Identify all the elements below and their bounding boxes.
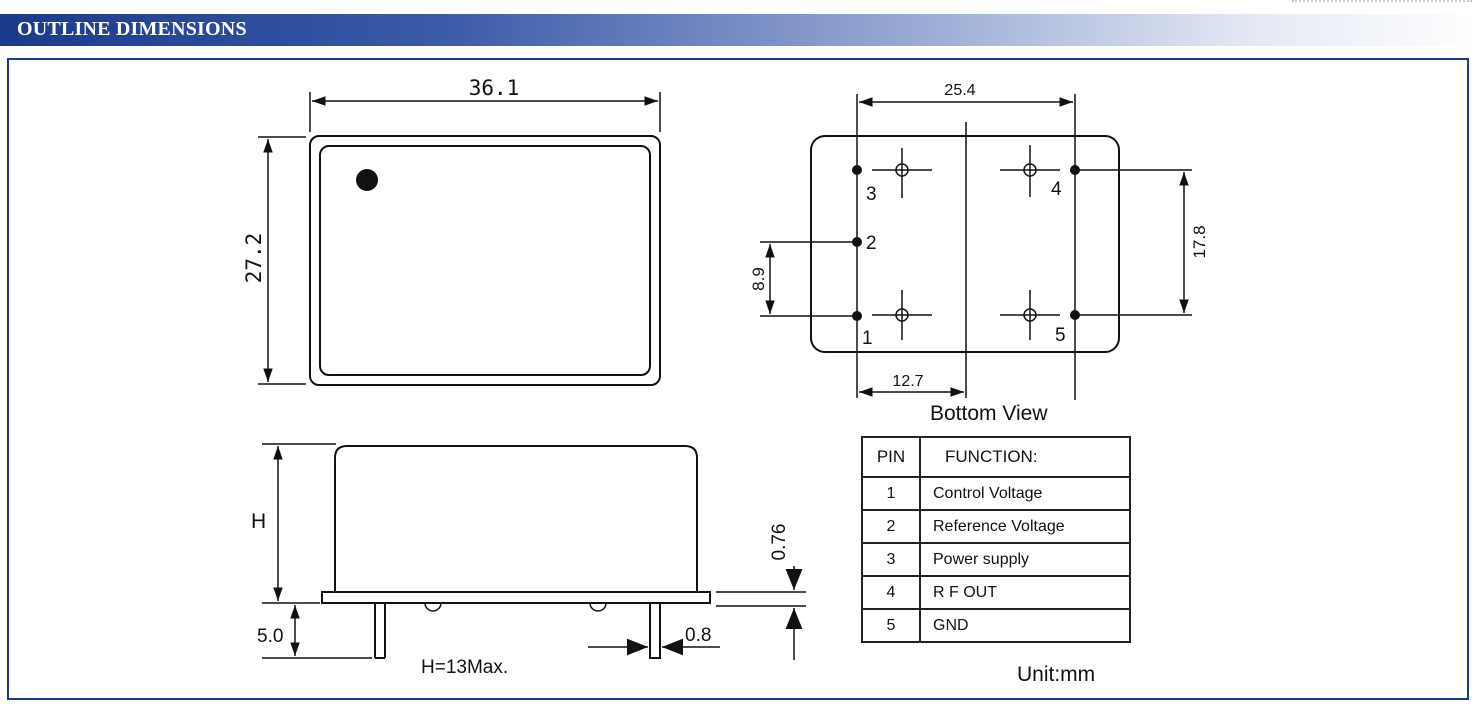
half-dim-label: 12.7 <box>892 373 923 390</box>
top-dotted-rule <box>1292 0 1472 8</box>
pin-length-label: 5.0 <box>257 626 283 647</box>
table-row: 5 GND <box>861 608 1131 643</box>
drawing-frame <box>7 58 1469 700</box>
pin-1-label: 1 <box>862 328 873 349</box>
function-cell: Power supply <box>919 542 1131 577</box>
pin-2-label: 2 <box>866 233 877 254</box>
function-column-header: FUNCTION: <box>919 436 1131 478</box>
pin-function-table: PIN FUNCTION: 1 Control Voltage 2 Refere… <box>861 436 1131 643</box>
side-base-plate <box>321 591 711 604</box>
function-cell: Control Voltage <box>919 476 1131 511</box>
mount-cross-bottom-left <box>872 290 932 340</box>
section-header: OUTLINE DIMENSIONS <box>0 14 1478 46</box>
bottom-view-title: Bottom View <box>930 402 1048 425</box>
unit-label: Unit:mm <box>1017 663 1096 686</box>
table-header-row: PIN FUNCTION: <box>861 436 1131 478</box>
pin-4-label: 4 <box>1051 179 1062 200</box>
section-title: OUTLINE DIMENSIONS <box>17 18 247 40</box>
table-row: 2 Reference Voltage <box>861 509 1131 544</box>
pin-5-label: 5 <box>1055 325 1066 346</box>
pin-4-dot <box>1070 165 1080 175</box>
height-note: H=13Max. <box>421 657 509 678</box>
pin-column-header: PIN <box>861 436 921 478</box>
side-view <box>262 443 806 660</box>
function-cell: Reference Voltage <box>919 509 1131 544</box>
top-view <box>258 92 661 386</box>
mount-cross-bottom-right <box>1000 290 1060 340</box>
pin-cell: 4 <box>861 575 921 610</box>
pin-cell: 2 <box>861 509 921 544</box>
pin-cell: 5 <box>861 608 921 643</box>
pin1-marker-dot <box>356 169 378 191</box>
table-row: 4 R F OUT <box>861 575 1131 610</box>
package-inner-outline <box>319 145 651 376</box>
side-height-label: H <box>251 510 266 533</box>
mount-cross-top-right <box>1000 145 1060 197</box>
bottom-view <box>760 94 1192 400</box>
base-thickness-label: 0.76 <box>769 524 790 561</box>
side-body-outline <box>334 445 698 592</box>
table-row: 1 Control Voltage <box>861 476 1131 511</box>
pin-cell: 1 <box>861 476 921 511</box>
side-pin-right <box>649 602 661 659</box>
pin-3-dot <box>852 165 862 175</box>
vertical-dim-label: 17.8 <box>1190 225 1209 258</box>
top-width-label: 36.1 <box>469 76 520 100</box>
pin-width-label: 0.8 <box>685 625 711 646</box>
table-row: 3 Power supply <box>861 542 1131 577</box>
pin-5-dot <box>1070 310 1080 320</box>
pin-pitch-label: 8.9 <box>749 267 768 291</box>
pin-3-label: 3 <box>866 184 877 205</box>
function-cell: GND <box>919 608 1131 643</box>
pin-cell: 3 <box>861 542 921 577</box>
pin-1-dot <box>852 311 862 321</box>
pin-2-dot <box>852 237 862 247</box>
top-height-label: 27.2 <box>242 233 266 284</box>
mount-cross-top-left <box>872 148 932 198</box>
bottom-package-outline <box>810 135 1120 353</box>
package-outline <box>309 135 661 386</box>
pin-span-label: 25.4 <box>944 82 975 99</box>
function-cell: R F OUT <box>919 575 1131 610</box>
